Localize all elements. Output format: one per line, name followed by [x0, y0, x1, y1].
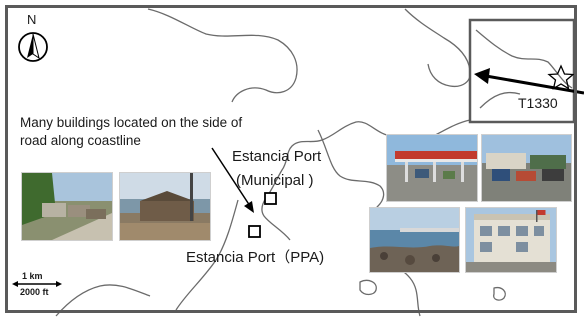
- annotation-leader-head: [244, 201, 254, 213]
- port-office-building-photo: [465, 207, 557, 273]
- west-coastline: [55, 284, 151, 317]
- north-label: N: [27, 12, 37, 27]
- coastal-road-buildings-photo: [21, 172, 113, 241]
- scale-metric-label: 1 km: [22, 271, 43, 281]
- port-municipal-marker: [264, 192, 277, 205]
- inset-arrow-head: [474, 68, 490, 84]
- inset-coastline-2: [479, 91, 521, 109]
- islet-3: [493, 286, 506, 301]
- south-coastline: [175, 199, 239, 311]
- island-outline: [147, 8, 298, 103]
- scale-bar: [12, 281, 62, 287]
- port-municipal-sublabel: (Municipal ): [236, 172, 314, 189]
- north-arrow-icon: [18, 32, 48, 62]
- waterfront-structures-photo: [119, 172, 211, 241]
- port-terminal-canopy-photo: [386, 134, 478, 202]
- coastline-annotation: Many buildings located on the side of ro…: [20, 115, 243, 148]
- port-municipal-label: Estancia Port: [232, 148, 322, 165]
- map-frame: [5, 5, 577, 313]
- inset-arrow: [485, 74, 584, 95]
- pier-seawall-photo: [369, 207, 460, 273]
- scale-imperial-label: 2000 ft: [20, 287, 49, 297]
- site-code-label: T1330: [518, 95, 558, 111]
- site-star-icon: [547, 64, 575, 90]
- port-trucks-photo: [481, 134, 572, 202]
- inset-coastline: [475, 29, 573, 89]
- annotation-leader: [211, 147, 251, 207]
- islet: [359, 279, 377, 296]
- port-ppa-label: Estancia Port（PPA): [186, 249, 325, 266]
- port-ppa-marker: [248, 225, 261, 238]
